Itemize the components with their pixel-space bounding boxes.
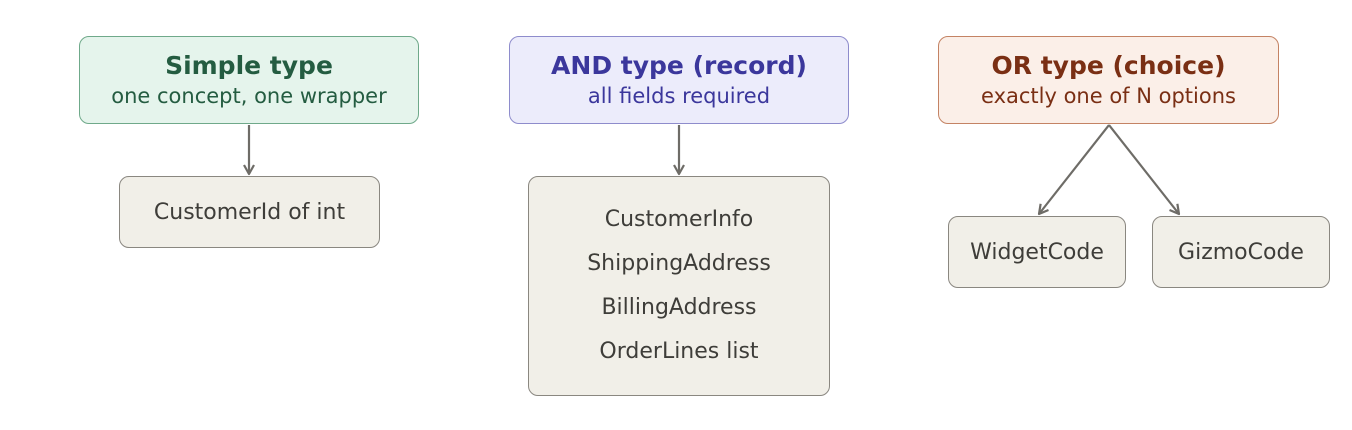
field-customer-info: CustomerInfo bbox=[604, 207, 754, 232]
and-type-title: AND type (record) bbox=[551, 51, 807, 80]
and-type-subtitle: all fields required bbox=[587, 84, 771, 108]
and-type-box: AND type (record) all fields required bbox=[509, 36, 849, 124]
gizmo-code-label: GizmoCode bbox=[1178, 239, 1304, 265]
field-billing-address: BillingAddress bbox=[601, 295, 757, 320]
record-fields-box: CustomerInfo ShippingAddress BillingAddr… bbox=[528, 176, 830, 396]
simple-type-subtitle: one concept, one wrapper bbox=[111, 84, 387, 108]
widget-code-label: WidgetCode bbox=[970, 239, 1104, 265]
arrow-or-to-gizmocode bbox=[1108, 124, 1181, 216]
simple-type-box: Simple type one concept, one wrapper bbox=[79, 36, 419, 124]
field-shipping-address: ShippingAddress bbox=[587, 251, 771, 276]
or-type-title: OR type (choice) bbox=[991, 51, 1226, 80]
customer-id-box: CustomerId of int bbox=[119, 176, 380, 248]
or-type-subtitle: exactly one of N options bbox=[981, 84, 1236, 108]
arrow-or-to-widgetcode bbox=[1037, 124, 1110, 216]
gizmo-code-box: GizmoCode bbox=[1152, 216, 1330, 288]
customer-id-label: CustomerId of int bbox=[153, 199, 346, 225]
simple-type-title: Simple type bbox=[165, 51, 333, 80]
widget-code-box: WidgetCode bbox=[948, 216, 1126, 288]
or-type-box: OR type (choice) exactly one of N option… bbox=[938, 36, 1279, 124]
field-orderlines-list: OrderLines list bbox=[599, 339, 759, 364]
